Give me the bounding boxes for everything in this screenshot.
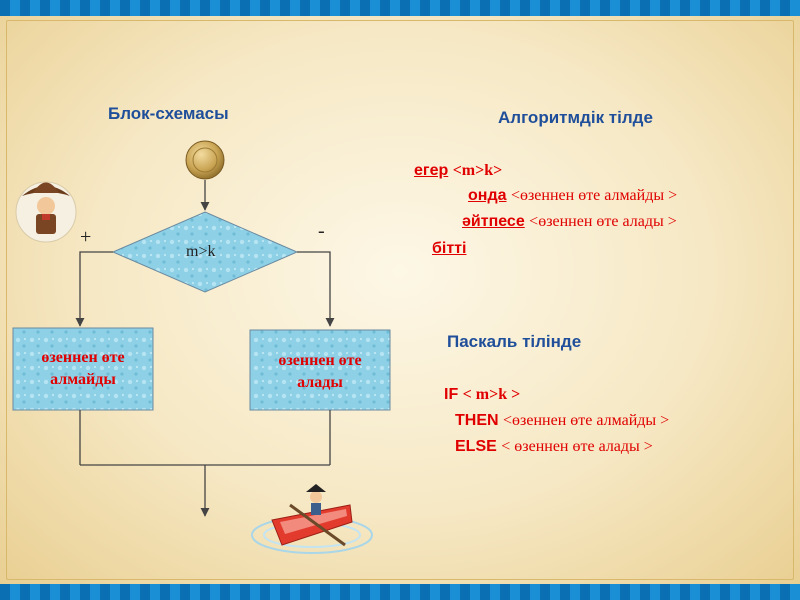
algo-then-text: <өзеннен өте алмайды > [510, 187, 678, 204]
pascal-else-keyword: ELSE [455, 438, 497, 455]
algo-end-line: бітті [432, 240, 466, 258]
yes-box-label: өзеннен өте алмайды [13, 347, 153, 391]
algorithmic-title: Алгоритмдік тілде [498, 108, 653, 127]
algo-if-keyword: егер [414, 162, 449, 179]
start-terminal [185, 140, 225, 180]
cowboy-icon [15, 181, 77, 243]
yes-branch-line [75, 251, 113, 327]
pascal-if-line: IF < m>k > [444, 386, 520, 404]
boat-icon [251, 484, 373, 554]
yes-process-box [12, 327, 154, 411]
flowchart-title: Блок-схемасы [108, 104, 229, 123]
algo-else-line: әйтпесе <өзеннен өте алады > [462, 213, 677, 231]
bottom-frame-band [0, 584, 800, 600]
no-box-line1: өзеннен өте [278, 352, 362, 369]
algo-then-keyword: онда [468, 187, 507, 204]
pascal-if-condition: < m>k > [462, 386, 521, 403]
pascal-title: Паскаль тілінде [447, 332, 582, 351]
slide [0, 16, 800, 584]
slide-border [6, 20, 794, 580]
no-box-line2: алады [297, 374, 343, 391]
top-frame-band [0, 0, 800, 16]
yes-box-line1: өзеннен өте [41, 349, 125, 366]
algo-else-text: <өзеннен өте алады > [529, 213, 677, 230]
pascal-if-keyword: IF [444, 386, 459, 403]
no-process-box [249, 329, 391, 411]
algo-if-line: егер <m>k> [414, 162, 502, 180]
pascal-else-text: < өзеннен өте алады > [501, 438, 653, 455]
algo-then-line: онда <өзеннен өте алмайды > [468, 187, 677, 205]
algo-if-condition: <m>k> [452, 162, 503, 179]
pascal-else-line: ELSE < өзеннен өте алады > [455, 438, 653, 456]
algo-end-keyword: бітті [432, 240, 467, 257]
condition-diamond [111, 211, 299, 293]
pascal-then-line: THEN <өзеннен өте алмайды > [455, 412, 669, 430]
pascal-then-text: <өзеннен өте алмайды > [503, 412, 670, 429]
yes-sign: + [80, 226, 92, 248]
no-box-label: өзеннен өте алады [250, 350, 390, 394]
no-branch-line [297, 251, 335, 327]
yes-box-line2: алмайды [50, 371, 116, 388]
no-sign: - [318, 220, 325, 242]
pascal-then-keyword: THEN [455, 412, 499, 429]
algo-else-keyword: әйтпесе [462, 213, 525, 230]
condition-label: m>k [186, 243, 216, 260]
